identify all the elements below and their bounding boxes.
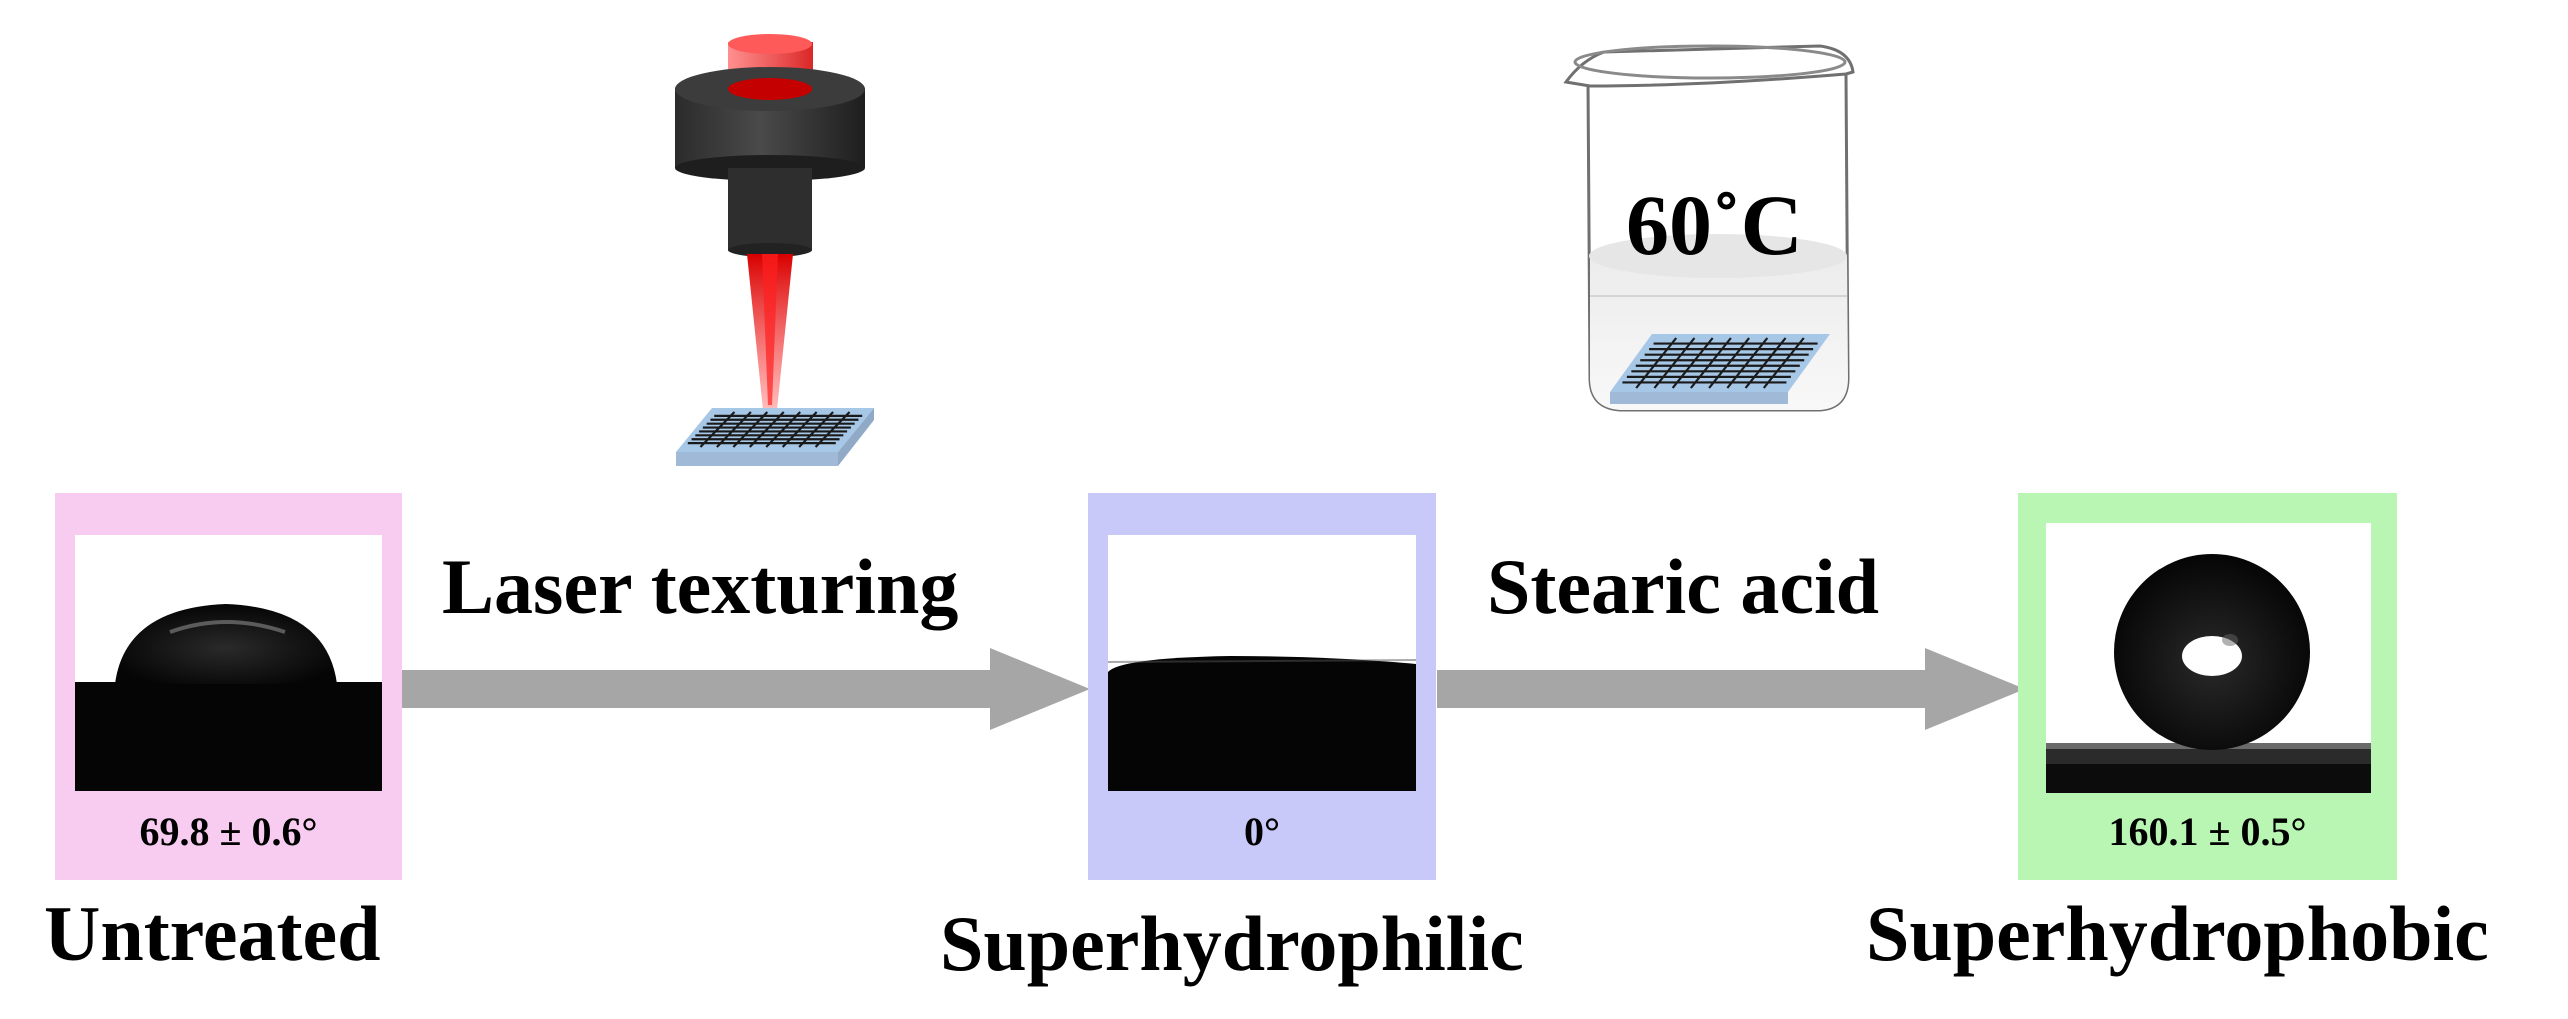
mesh-line [1653,337,1696,389]
process-label-laser: Laser texturing [442,543,959,630]
contact-angle-superhydrophilic: 0° [1244,809,1280,854]
mesh-line [1671,337,1714,389]
mesh-line [1726,337,1769,389]
panel-superhydrophilic [1088,493,1436,880]
contact-angle-untreated: 69.8 ± 0.6° [139,809,318,854]
water-droplet [115,604,337,684]
mesh-line [1708,337,1750,389]
state-name-untreated: Untreated [44,890,381,977]
mesh-line [748,411,785,448]
arrow-laser [400,648,1090,730]
panel-untreated [55,493,402,880]
mesh-line [1690,337,1732,389]
mesh-substrate-laser [676,408,874,466]
mesh-line [732,411,769,448]
arrow-stearic [1437,648,2025,730]
mesh-line [814,411,851,448]
beaker-temperature: 60˚C [1626,177,1803,273]
process-label-stearic: Stearic acid [1487,543,1880,630]
mesh-line [1744,337,1787,389]
panel-superhydrophobic [2018,493,2397,880]
mesh-line [699,411,736,448]
mesh-line [716,411,752,448]
mesh-line [781,411,818,448]
laser-head [675,34,865,257]
contact-angle-superhydrophobic: 160.1 ± 0.5° [2108,809,2307,854]
mesh-line [765,411,802,448]
beaker-icon [1563,44,1855,412]
laser-beam [747,254,793,410]
mesh-line [798,411,834,448]
state-name-superhydrophobic: Superhydrophobic [1866,890,2489,977]
mesh-line [1762,337,1805,389]
water-film [1108,656,1416,791]
mesh-substrate-beaker [1610,334,1830,404]
state-name-superhydrophilic: Superhydrophilic [940,900,1524,987]
mesh-line [1635,337,1678,389]
